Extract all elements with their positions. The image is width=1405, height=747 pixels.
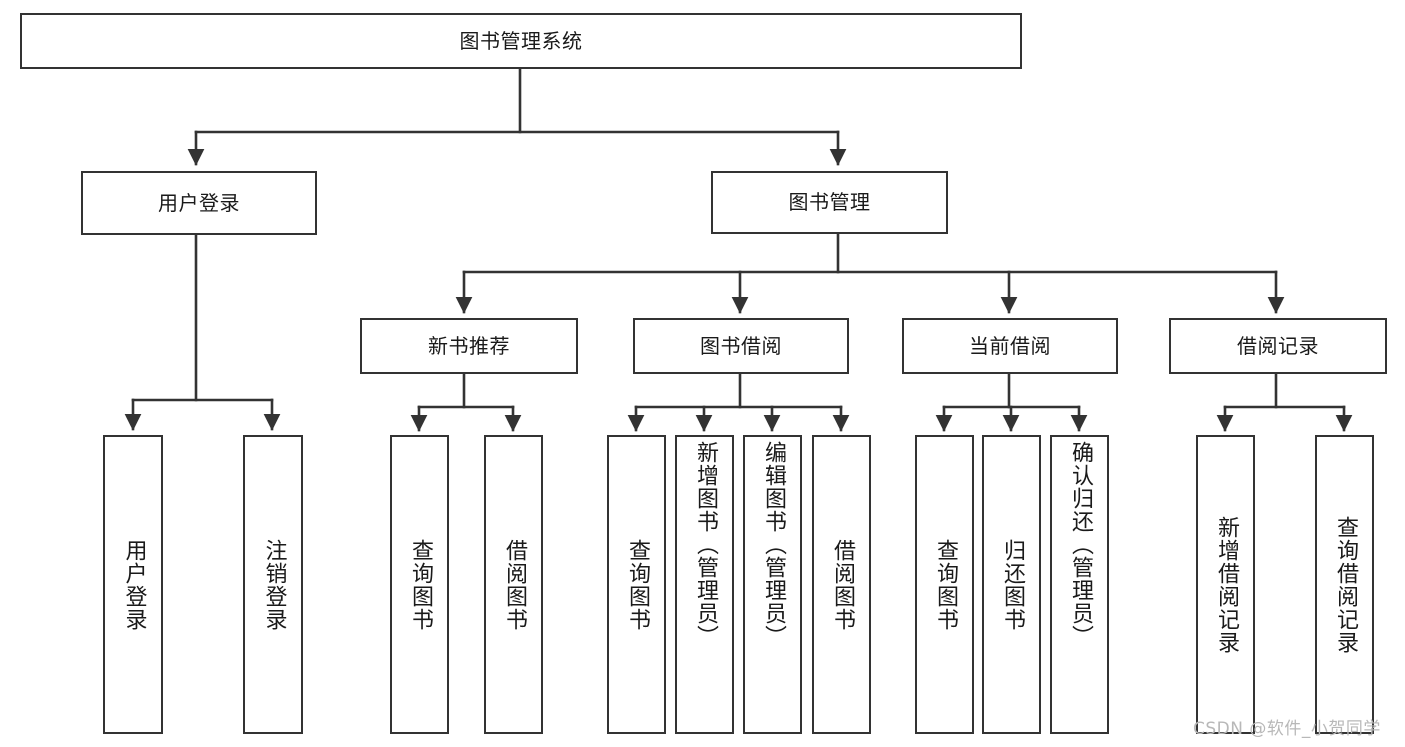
node-leaf-query-book-3[interactable]: 查询图书 [915, 435, 974, 734]
node-new-book-rec[interactable]: 新书推荐 [360, 318, 578, 374]
node-current-borrow-label: 当前借阅 [969, 333, 1051, 358]
node-root[interactable]: 图书管理系统 [20, 13, 1022, 69]
node-leaf-query-book-1-label: 查询图书 [407, 538, 433, 631]
node-leaf-borrow-book-2-label: 借阅图书 [829, 538, 855, 631]
node-current-borrow[interactable]: 当前借阅 [902, 318, 1118, 374]
node-user-login[interactable]: 用户登录 [81, 171, 317, 235]
node-leaf-edit-book-label: 编辑图书（管理员） [760, 441, 786, 648]
node-leaf-return-book[interactable]: 归还图书 [982, 435, 1041, 734]
node-root-label: 图书管理系统 [459, 28, 583, 53]
node-leaf-logout-label: 注销登录 [261, 538, 287, 631]
node-leaf-query-book-1[interactable]: 查询图书 [390, 435, 449, 734]
node-leaf-add-record-label: 新增借阅记录 [1213, 515, 1239, 654]
node-leaf-add-book-label: 新增图书（管理员） [692, 441, 718, 648]
node-book-manage-label: 图书管理 [788, 190, 871, 215]
node-leaf-query-book-2[interactable]: 查询图书 [607, 435, 666, 734]
node-new-book-rec-label: 新书推荐 [428, 333, 510, 358]
node-leaf-query-record-label: 查询借阅记录 [1332, 515, 1358, 654]
csdn-watermark: CSDN @软件_小贺同学 [1193, 719, 1381, 739]
node-borrow-record[interactable]: 借阅记录 [1169, 318, 1387, 374]
node-leaf-query-record[interactable]: 查询借阅记录 [1315, 435, 1374, 734]
node-leaf-add-book[interactable]: 新增图书（管理员） [675, 435, 734, 734]
node-leaf-query-book-3-label: 查询图书 [932, 538, 958, 631]
node-leaf-confirm-return-label: 确认归还（管理员） [1067, 441, 1093, 648]
node-book-manage[interactable]: 图书管理 [711, 171, 948, 234]
node-leaf-edit-book[interactable]: 编辑图书（管理员） [743, 435, 802, 734]
node-leaf-borrow-book-2[interactable]: 借阅图书 [812, 435, 871, 734]
node-leaf-query-book-2-label: 查询图书 [624, 538, 650, 631]
node-leaf-confirm-return[interactable]: 确认归还（管理员） [1050, 435, 1109, 734]
node-leaf-borrow-book-1[interactable]: 借阅图书 [484, 435, 543, 734]
node-user-login-label: 用户登录 [158, 190, 240, 215]
node-leaf-logout[interactable]: 注销登录 [243, 435, 303, 734]
node-book-borrow[interactable]: 图书借阅 [633, 318, 849, 374]
node-leaf-user-login-label: 用户登录 [121, 538, 147, 631]
node-leaf-user-login[interactable]: 用户登录 [103, 435, 163, 734]
node-leaf-borrow-book-1-label: 借阅图书 [501, 538, 527, 631]
node-book-borrow-label: 图书借阅 [700, 333, 782, 358]
node-borrow-record-label: 借阅记录 [1237, 333, 1319, 358]
node-leaf-add-record[interactable]: 新增借阅记录 [1196, 435, 1255, 734]
node-leaf-return-book-label: 归还图书 [999, 538, 1025, 631]
